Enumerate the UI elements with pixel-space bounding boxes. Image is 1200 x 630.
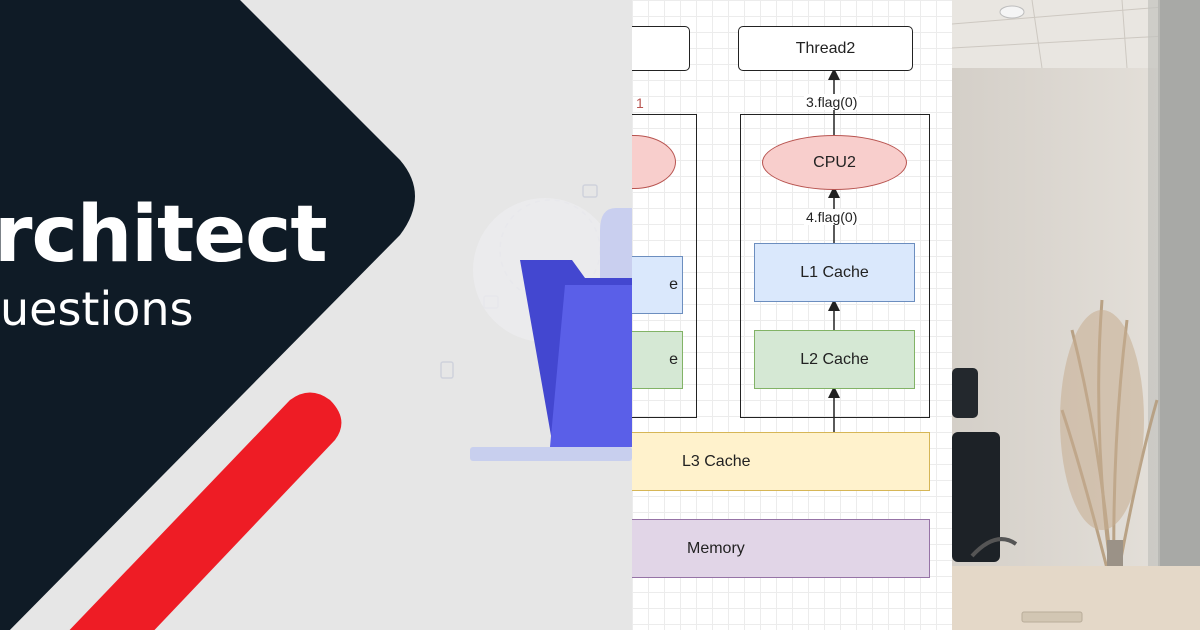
edge-label-3-flag: 3.flag(0) <box>804 94 860 110</box>
memory-box: Memory <box>632 519 930 578</box>
l2-cache-box: L2 Cache <box>754 330 915 389</box>
partial-edge-label: 1 <box>636 95 644 111</box>
l3-cache-box: L3 Cache <box>632 432 930 491</box>
cache-diagram: e e 1 Thread2 3.flag(0) CPU2 4.flag(0) L… <box>632 0 952 630</box>
banner-graphic <box>0 0 632 630</box>
l1-cache-partial: e <box>632 256 683 314</box>
faint-document-icon <box>440 361 454 379</box>
banner-title: rchitect <box>0 190 328 280</box>
core2-group <box>740 114 930 418</box>
thread2-box: Thread2 <box>738 26 913 71</box>
faint-briefcase-icon <box>582 184 598 198</box>
folder-front-icon <box>550 285 632 447</box>
l2-cache-partial: e <box>632 331 683 389</box>
l2-partial-label: e <box>669 351 678 368</box>
article-banner: rchitect uestions <box>0 0 632 630</box>
office-chair <box>952 432 1000 562</box>
core1-group-partial <box>632 114 697 418</box>
office-chair-back <box>952 368 978 418</box>
dark-shape <box>0 0 415 630</box>
red-stripe <box>69 392 342 630</box>
l3-cache-label: L3 Cache <box>682 452 751 470</box>
edge-label-4-flag: 4.flag(0) <box>804 209 860 225</box>
l1-partial-label: e <box>669 276 678 293</box>
office-photo <box>952 0 1200 630</box>
illustration-base <box>470 447 632 461</box>
l1-cache-box: L1 Cache <box>754 243 915 302</box>
monitor-edge <box>1158 0 1200 630</box>
memory-label: Memory <box>687 539 745 557</box>
cpu2-node: CPU2 <box>762 135 907 190</box>
smoke-detector-icon <box>999 5 1025 19</box>
office-scene <box>952 0 1200 630</box>
thread1-box-partial <box>632 26 690 71</box>
banner-subtitle: uestions <box>0 282 194 336</box>
